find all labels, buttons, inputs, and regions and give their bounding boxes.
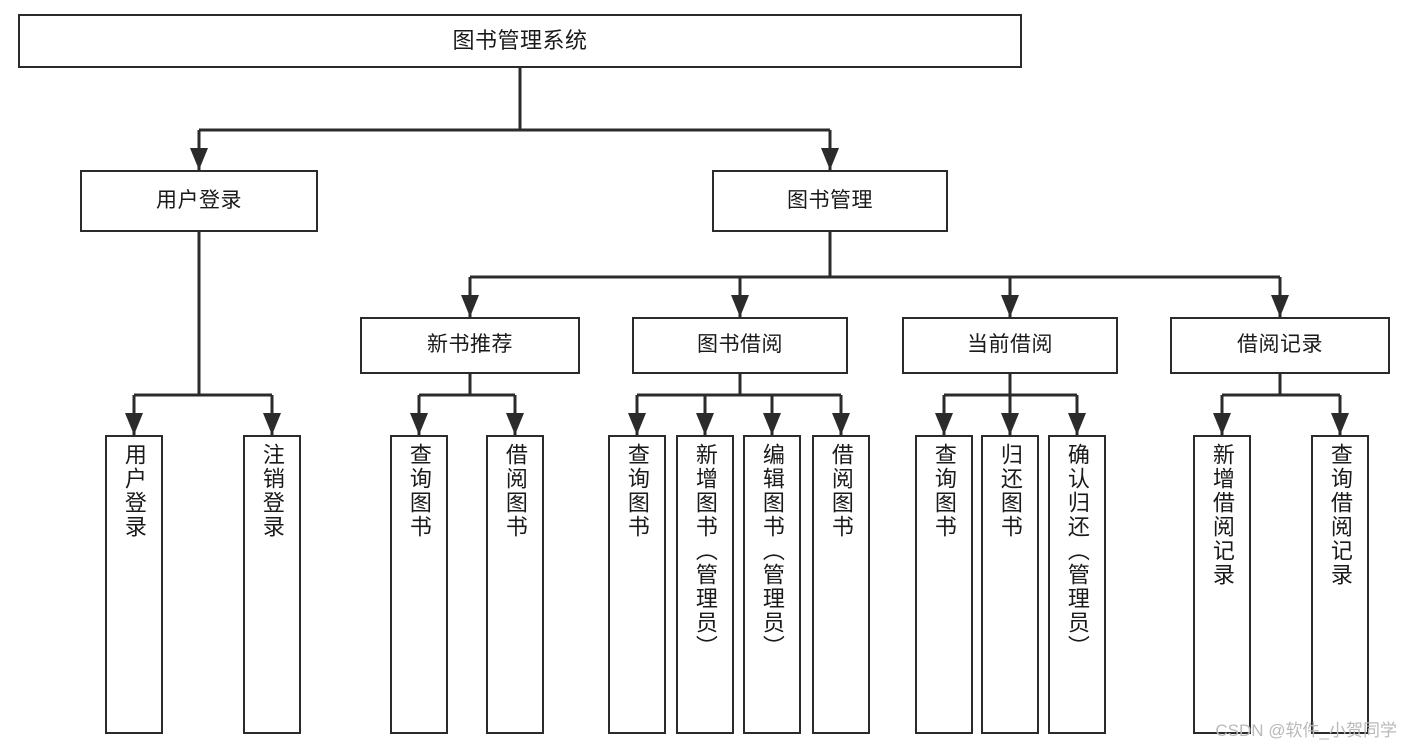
node-leaf-query-book-3[interactable]: 查询图书 (915, 435, 973, 734)
node-book-manage[interactable]: 图书管理 (712, 170, 948, 232)
node-leaf-query-record-label: 查询借阅记录 (1327, 443, 1353, 587)
node-leaf-user-login[interactable]: 用户登录 (105, 435, 163, 734)
node-borrow-record[interactable]: 借阅记录 (1170, 317, 1390, 374)
node-current-borrow[interactable]: 当前借阅 (902, 317, 1118, 374)
node-leaf-query-book-2-label: 查询图书 (624, 443, 650, 539)
node-leaf-confirm-return-label: 确认归还（管理员） (1064, 443, 1090, 659)
node-leaf-query-book-1-label: 查询图书 (406, 443, 432, 539)
node-user-login-label: 用户登录 (156, 188, 242, 212)
node-leaf-edit-book-label: 编辑图书（管理员） (759, 443, 785, 659)
node-leaf-add-book-label: 新增图书（管理员） (692, 443, 718, 659)
node-leaf-return-book-label: 归还图书 (997, 443, 1023, 539)
node-leaf-user-login-label: 用户登录 (121, 443, 147, 539)
node-new-book-recommend-label: 新书推荐 (427, 333, 513, 357)
node-leaf-add-record-label: 新增借阅记录 (1209, 443, 1235, 587)
node-book-manage-label: 图书管理 (787, 188, 873, 212)
node-leaf-query-book-2[interactable]: 查询图书 (608, 435, 666, 734)
node-leaf-logout-label: 注销登录 (259, 443, 285, 539)
node-user-login[interactable]: 用户登录 (80, 170, 318, 232)
node-leaf-confirm-return[interactable]: 确认归还（管理员） (1048, 435, 1106, 734)
node-leaf-query-book-1[interactable]: 查询图书 (390, 435, 448, 734)
node-leaf-return-book[interactable]: 归还图书 (981, 435, 1039, 734)
node-leaf-borrow-book-1-label: 借阅图书 (502, 443, 528, 539)
node-current-borrow-label: 当前借阅 (967, 333, 1053, 357)
node-new-book-recommend[interactable]: 新书推荐 (360, 317, 580, 374)
node-book-borrow-label: 图书借阅 (697, 333, 783, 357)
node-leaf-add-record[interactable]: 新增借阅记录 (1193, 435, 1251, 734)
node-root[interactable]: 图书管理系统 (18, 14, 1022, 68)
csdn-watermark: CSDN @软件_小贺同学 (1215, 721, 1397, 740)
node-leaf-edit-book[interactable]: 编辑图书（管理员） (743, 435, 801, 734)
node-leaf-query-book-3-label: 查询图书 (931, 443, 957, 539)
node-borrow-record-label: 借阅记录 (1237, 333, 1323, 357)
node-leaf-borrow-book-1[interactable]: 借阅图书 (486, 435, 544, 734)
node-leaf-add-book[interactable]: 新增图书（管理员） (676, 435, 734, 734)
node-leaf-borrow-book-2[interactable]: 借阅图书 (812, 435, 870, 734)
node-root-label: 图书管理系统 (452, 28, 588, 54)
node-book-borrow[interactable]: 图书借阅 (632, 317, 848, 374)
node-leaf-borrow-book-2-label: 借阅图书 (828, 443, 854, 539)
node-leaf-query-record[interactable]: 查询借阅记录 (1311, 435, 1369, 734)
node-leaf-logout[interactable]: 注销登录 (243, 435, 301, 734)
